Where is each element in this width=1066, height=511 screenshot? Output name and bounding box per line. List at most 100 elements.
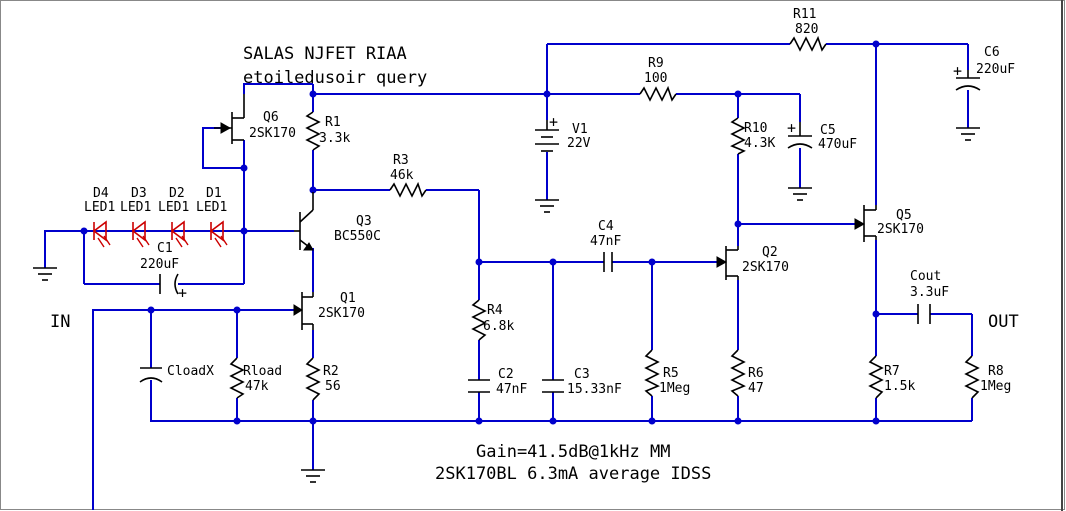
r4-value: 6.8k xyxy=(483,319,514,334)
c1-ref: C1 xyxy=(157,241,173,256)
d3-ref: D3 xyxy=(131,186,147,201)
led-d1 xyxy=(209,220,228,248)
resistor-rload xyxy=(229,357,245,399)
d4-value: LED1 xyxy=(84,200,115,215)
d1-ref: D1 xyxy=(206,186,222,201)
capacitor-cout xyxy=(917,304,931,324)
led-d4 xyxy=(92,220,111,248)
schematic-title: SALAS NJFET RIAA xyxy=(243,44,407,64)
resistor-r5 xyxy=(644,349,660,397)
r11-ref: R11 xyxy=(793,7,816,22)
c4-ref: C4 xyxy=(598,219,614,234)
q6-value: 2SK170 xyxy=(249,126,296,141)
jfet-q2 xyxy=(716,246,739,280)
r2-value: 56 xyxy=(325,379,341,394)
r7-ref: R7 xyxy=(884,364,900,379)
capacitor-c3 xyxy=(542,379,564,393)
r8-value: 1Meg xyxy=(980,379,1011,394)
resistor-r8 xyxy=(964,355,980,399)
c4-value: 47nF xyxy=(590,234,621,249)
q3-ref: Q3 xyxy=(356,214,372,229)
input-port-label: IN xyxy=(50,312,70,332)
r3-value: 46k xyxy=(390,168,414,183)
c1-value: 220uF xyxy=(140,257,179,272)
q2-value: 2SK170 xyxy=(742,260,789,275)
c2-ref: C2 xyxy=(498,367,514,382)
jfet-q1 xyxy=(293,292,314,330)
q6-ref: Q6 xyxy=(263,110,279,125)
v1-ref: V1 xyxy=(572,122,588,137)
r10-ref: R10 xyxy=(744,121,767,136)
ground-symbols xyxy=(33,127,980,483)
q3-value: BC550C xyxy=(334,229,381,244)
resistor-r11 xyxy=(789,35,827,52)
resistor-r3 xyxy=(389,181,427,198)
cout-value: 3.3uF xyxy=(910,285,949,300)
r5-ref: R5 xyxy=(663,366,679,381)
cloadx-ref: CloadX xyxy=(167,364,214,379)
c5-value: 470uF xyxy=(818,137,857,152)
c3-value: 15.33nF xyxy=(567,382,622,397)
idss-note: 2SK170BL 6.3mA average IDSS xyxy=(435,464,711,484)
jfet-q6 xyxy=(214,94,245,144)
r6-ref: R6 xyxy=(748,366,764,381)
r7-value: 1.5k xyxy=(884,379,915,394)
r9-value: 100 xyxy=(644,71,667,86)
svg-text:+: + xyxy=(787,119,796,137)
resistor-r6 xyxy=(730,349,746,397)
led-d2 xyxy=(170,220,189,248)
d1-value: LED1 xyxy=(196,200,227,215)
capacitor-c1: + xyxy=(159,273,187,302)
resistor-r7 xyxy=(868,355,884,399)
d4-ref: D4 xyxy=(93,186,109,201)
r1-ref: R1 xyxy=(325,115,341,130)
d2-ref: D2 xyxy=(169,186,185,201)
output-port-label: OUT xyxy=(988,312,1019,332)
q1-value: 2SK170 xyxy=(318,306,365,321)
c6-ref: C6 xyxy=(984,45,1000,60)
junction-dots xyxy=(80,40,880,425)
r10-value: 4.3K xyxy=(744,136,775,151)
d2-value: LED1 xyxy=(158,200,189,215)
rload-ref: Rload xyxy=(243,364,282,379)
r11-value: 820 xyxy=(795,22,818,37)
rload-value: 47k xyxy=(245,379,269,394)
battery-v1: + xyxy=(535,113,559,152)
q5-value: 2SK170 xyxy=(877,222,924,237)
d3-value: LED1 xyxy=(120,200,151,215)
r1-value: 3.3k xyxy=(319,131,350,146)
gain-note: Gain=41.5dB@1kHz MM xyxy=(476,442,670,462)
capacitor-c5: + xyxy=(787,119,813,149)
r4-ref: R4 xyxy=(487,303,503,318)
bjt-q3 xyxy=(294,192,314,251)
svg-text:+: + xyxy=(549,113,558,131)
capacitor-c4 xyxy=(603,252,613,272)
resistor-r4 xyxy=(471,299,487,341)
c6-value: 220uF xyxy=(976,62,1015,77)
q5-ref: Q5 xyxy=(896,208,912,223)
c3-ref: C3 xyxy=(574,367,590,382)
capacitor-c6: + xyxy=(953,62,981,91)
c5-ref: C5 xyxy=(820,123,836,138)
svg-text:+: + xyxy=(953,62,962,80)
c2-value: 47nF xyxy=(496,382,527,397)
r3-ref: R3 xyxy=(393,153,409,168)
r5-value: 1Meg xyxy=(659,381,690,396)
capacitor-c2 xyxy=(468,379,490,393)
capacitor-cloadx xyxy=(139,367,163,383)
jfet-q5 xyxy=(854,205,877,242)
r2-ref: R2 xyxy=(323,364,339,379)
led-d3 xyxy=(131,220,150,248)
schematic-subtitle: etoiledusoir query xyxy=(243,68,427,88)
svg-text:+: + xyxy=(178,284,187,302)
r9-ref: R9 xyxy=(648,56,664,71)
resistor-r10 xyxy=(730,117,746,155)
resistor-r9 xyxy=(639,85,677,102)
resistor-r2 xyxy=(305,357,321,401)
r8-ref: R8 xyxy=(988,364,1004,379)
q1-ref: Q1 xyxy=(340,291,356,306)
resistor-r1 xyxy=(305,111,321,151)
cout-ref: Cout xyxy=(910,269,941,284)
